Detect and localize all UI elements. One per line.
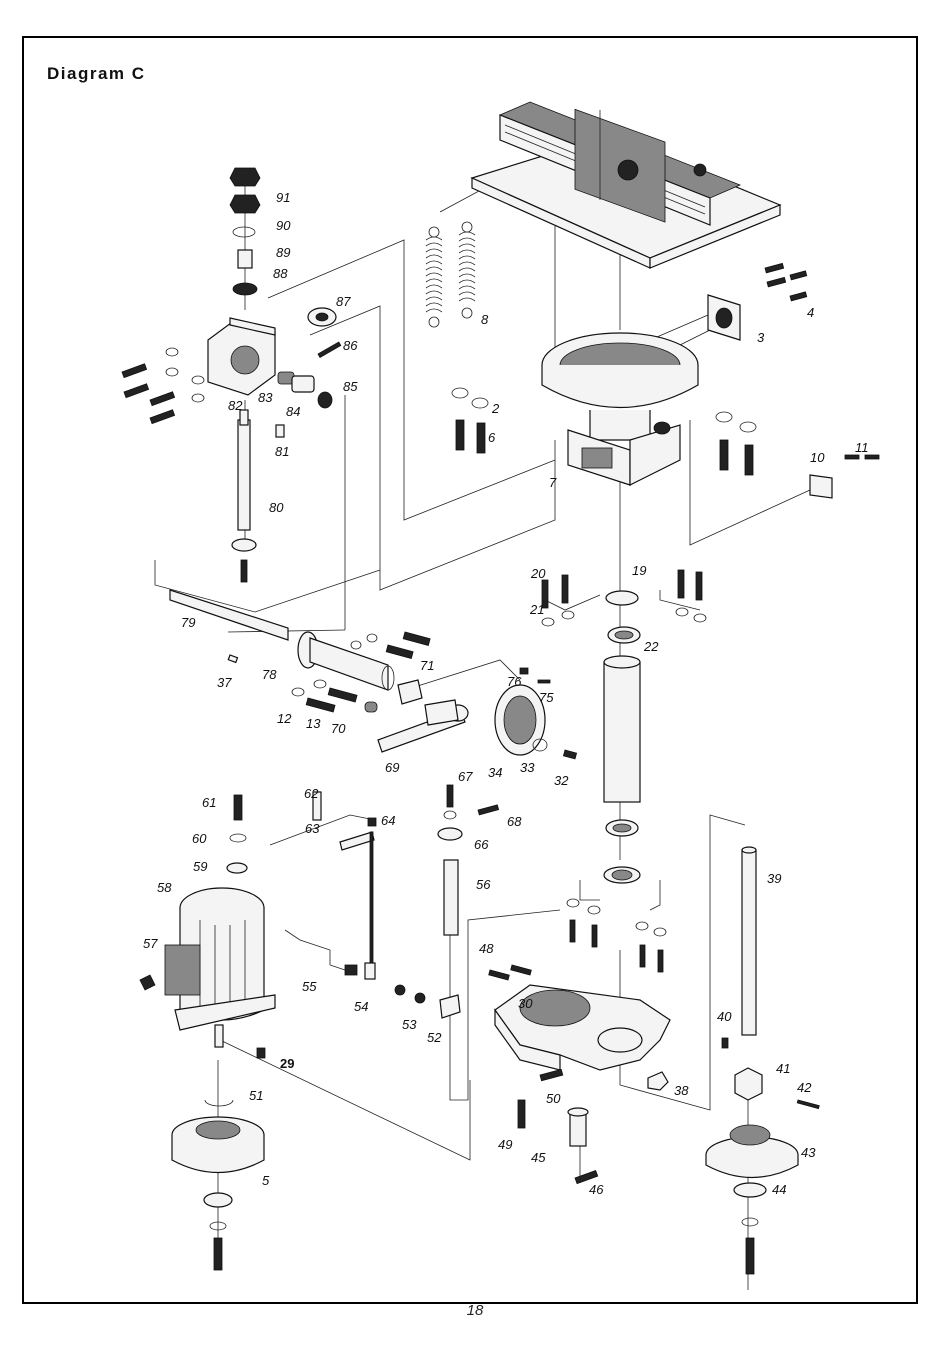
callout-2: 2 [491,401,500,416]
head-assembly-left [122,168,341,582]
callout-4: 4 [807,305,814,320]
callout-5: 5 [262,1173,270,1188]
callout-33: 33 [520,760,535,775]
callout-52: 52 [427,1030,442,1045]
callout-66: 66 [474,837,489,852]
callout-50: 50 [546,1091,561,1106]
callout-68: 68 [507,814,522,829]
callout-20: 20 [530,566,546,581]
callout-91: 91 [276,190,290,205]
motor-bolts-61 [227,795,247,873]
callout-76: 76 [507,674,522,689]
callout-21: 21 [529,602,544,617]
callout-51: 51 [249,1088,263,1103]
callout-64: 64 [381,813,395,828]
callout-67: 67 [458,769,473,784]
callout-88: 88 [273,266,288,281]
callout-3: 3 [757,330,765,345]
callout-54: 54 [354,999,368,1014]
linkage-62-64 [257,792,460,1058]
spring-pair-8 [426,222,475,327]
column-assembly [542,570,706,883]
callout-8: 8 [481,312,489,327]
callout-71: 71 [420,658,434,673]
bolts-4 [765,263,807,300]
callout-62: 62 [304,786,319,801]
callout-69: 69 [385,760,399,775]
callout-85: 85 [343,379,358,394]
callout-57: 57 [143,936,158,951]
spindle-38 [706,847,819,1274]
callout-80: 80 [269,500,284,515]
callout-56: 56 [476,877,491,892]
housing-7 [542,333,698,485]
callout-83: 83 [258,390,273,405]
callout-75: 75 [539,690,554,705]
callout-30: 30 [518,996,533,1011]
callout-70: 70 [331,721,346,736]
callout-39: 39 [767,871,781,886]
callout-42: 42 [797,1080,812,1095]
callout-48: 48 [479,941,494,956]
callout-11: 11 [855,440,869,455]
callout-89: 89 [276,245,290,260]
callout-12: 12 [277,711,292,726]
callout-22: 22 [643,639,659,654]
callout-58: 58 [157,880,172,895]
callout-19: 19 [632,563,646,578]
callout-61: 61 [202,795,216,810]
callout-84: 84 [286,404,300,419]
callout-13: 13 [306,716,321,731]
callout-90: 90 [276,218,291,233]
callout-59: 59 [193,859,207,874]
callout-37: 37 [217,675,232,690]
callout-44: 44 [772,1182,786,1197]
callout-81: 81 [275,444,289,459]
callout-41: 41 [776,1061,790,1076]
base-48 [489,899,670,1184]
callout-87: 87 [336,294,351,309]
callout-34: 34 [488,765,502,780]
callout-60: 60 [192,831,207,846]
callout-78: 78 [262,667,277,682]
callout-38: 38 [674,1083,689,1098]
callout-32: 32 [554,773,569,788]
callout-63: 63 [305,821,320,836]
callout-46: 46 [589,1182,604,1197]
callout-45: 45 [531,1150,546,1165]
callout-53: 53 [402,1017,417,1032]
callout-86: 86 [343,338,358,353]
callout-7: 7 [549,475,557,490]
callout-43: 43 [801,1145,816,1160]
callout-82: 82 [228,398,243,413]
router-table-top [472,102,780,268]
callout-79: 79 [181,615,195,630]
callout-49: 49 [498,1137,512,1152]
callout-40: 40 [717,1009,732,1024]
callout-6: 6 [488,430,496,445]
motor-58 [140,888,275,1047]
callout-55: 55 [302,979,317,994]
callout-29: 29 [280,1056,294,1071]
shaft-6-lower [438,785,499,935]
callout-10: 10 [810,450,825,465]
